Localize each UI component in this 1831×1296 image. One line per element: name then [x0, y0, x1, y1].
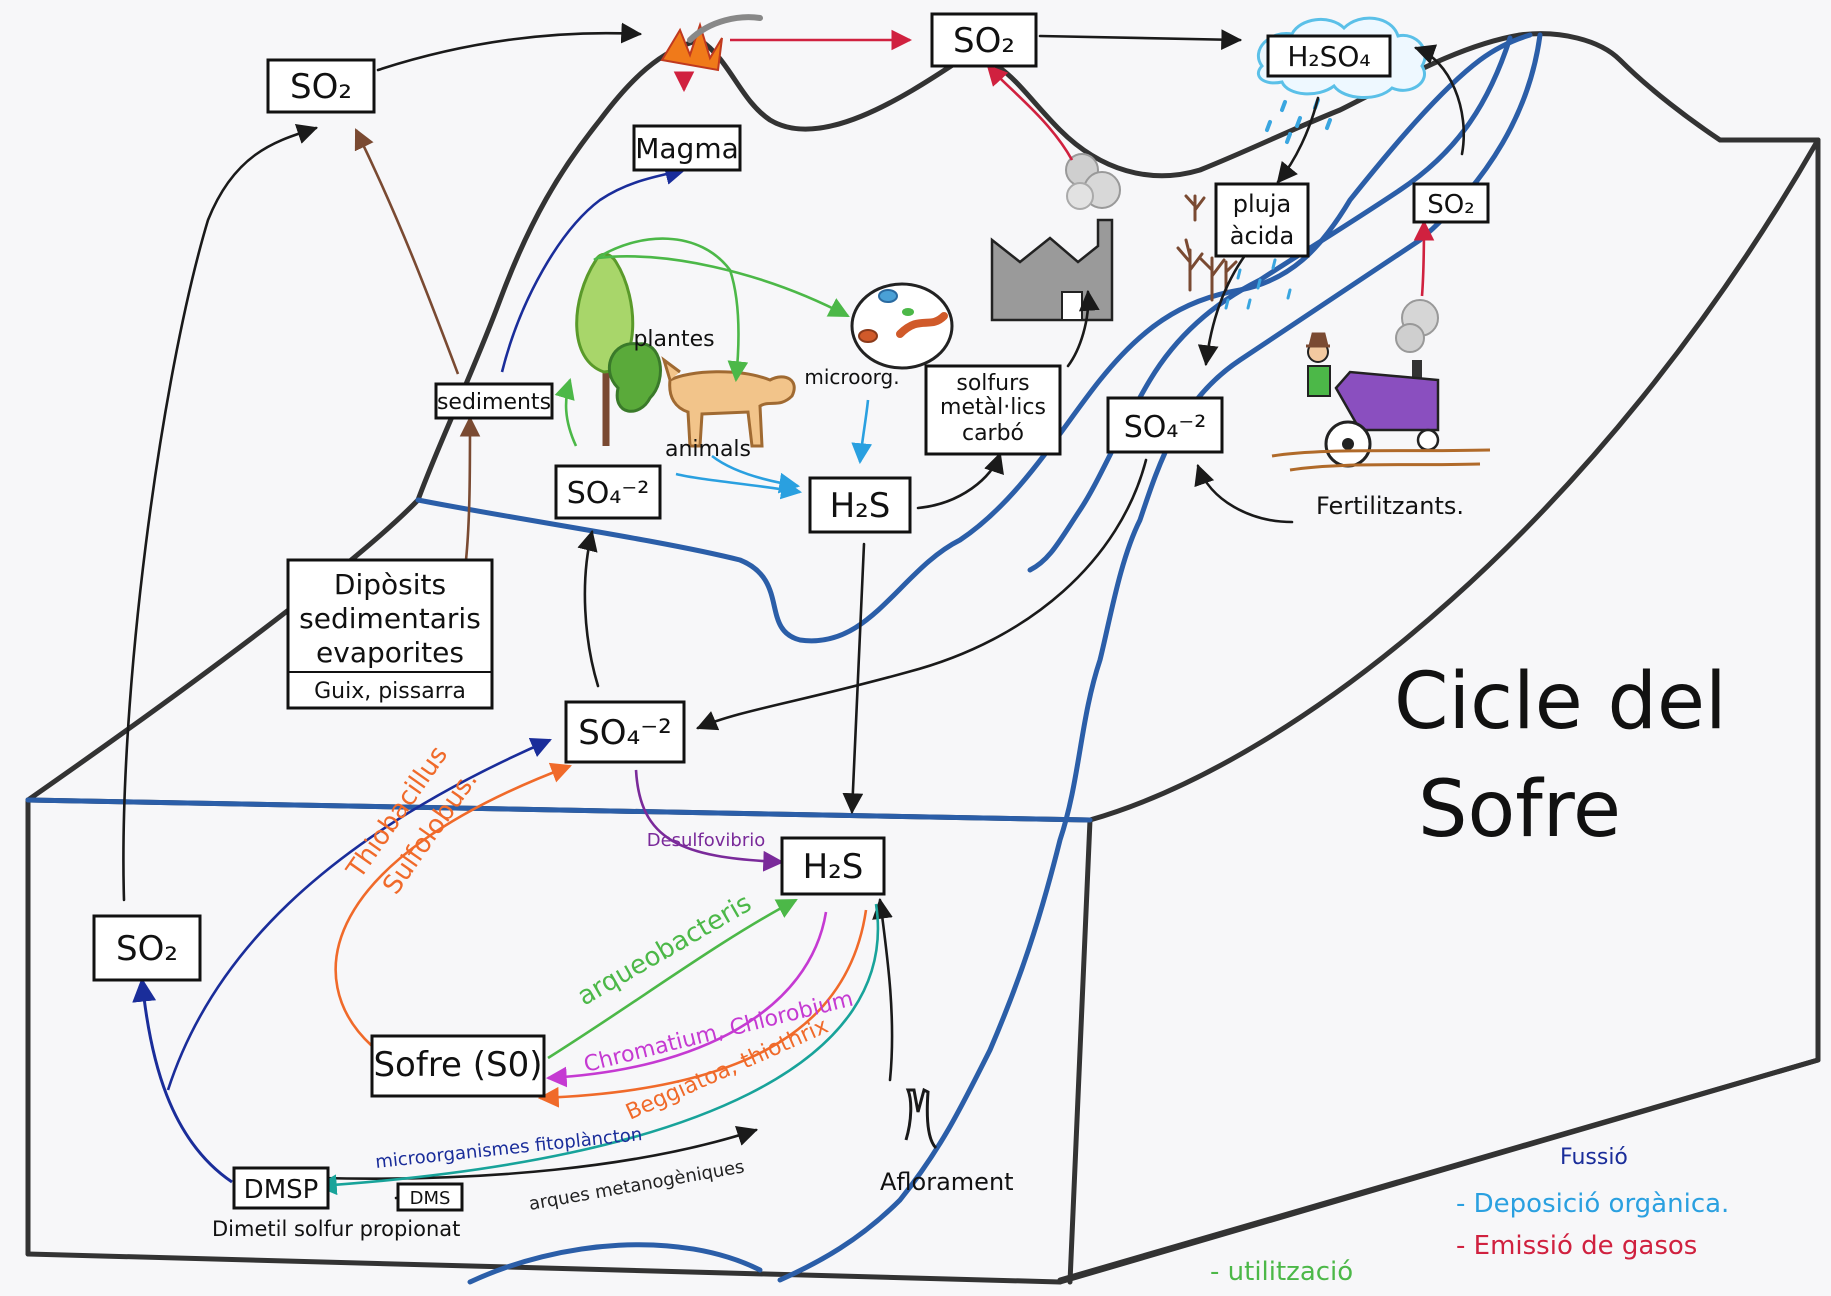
h2so4-label: H₂SO₄ — [1287, 40, 1370, 73]
sea-surface — [25, 797, 1093, 823]
so2-volcano-label: SO₂ — [953, 21, 1015, 61]
so2-sea-box — [92, 914, 202, 982]
microorganisms-label: microorg. — [804, 365, 899, 389]
diagram-title: Cicle del Sofre — [1394, 657, 1727, 855]
h2s-sea-box — [780, 836, 886, 896]
river-inner — [1027, 35, 1513, 573]
metallic-sulfides-label-1: solfurs — [956, 371, 1029, 396]
diagram-boxes: SO₂ Magma SO₂ H₂SO₄ SO₂ pluja àcida sedi… — [92, 12, 1490, 1241]
acid-rain-label-1: pluja — [1233, 190, 1292, 218]
legend: Fussió - Deposició orgànica. - Emissió d… — [1210, 1145, 1729, 1287]
dimethyl-label: Dimetil solfur propionat — [212, 1217, 460, 1241]
h2s-land-label: H₂S — [830, 486, 891, 526]
so2-top-left-label: SO₂ — [290, 67, 352, 107]
deposits-label-3: evaporites — [316, 636, 464, 669]
block-front-right — [1087, 137, 1821, 823]
h2s-land-box — [808, 476, 912, 534]
water-lines — [25, 32, 1543, 1285]
plants-label: plantes — [633, 327, 714, 352]
so2-sea-label: SO₂ — [116, 929, 178, 969]
title-line-1: Cicle del — [1394, 657, 1727, 747]
outcrop-icon — [904, 1087, 938, 1150]
dms-box — [396, 1182, 464, 1212]
outcrop-label: Aflorament — [880, 1168, 1014, 1196]
so4-land-label: SO₄⁻² — [567, 476, 650, 511]
sulfur-s0-label: Sofre (S0) — [373, 1045, 542, 1085]
magma-box — [632, 124, 742, 172]
block-mid-vertical — [1067, 817, 1093, 1285]
so2-top-left-box — [266, 58, 376, 114]
block-front-bottom — [25, 1251, 1063, 1285]
title-line-2: Sofre — [1418, 765, 1621, 855]
legend-use: - utilització — [1210, 1257, 1353, 1287]
sediments-box — [434, 382, 554, 420]
so4-land-box — [554, 464, 662, 520]
desulfovibrio-label: Desulfovibrio — [647, 830, 766, 851]
so2-tractor-box — [1412, 182, 1490, 224]
metallic-sulfides-box — [924, 364, 1062, 456]
so2-tractor-label: SO₂ — [1427, 190, 1474, 220]
animals-label: animals — [665, 437, 751, 462]
sediments-label: sediments — [437, 390, 551, 415]
archaebacteria-label: arqueobacteris — [573, 888, 757, 1012]
sulfur-s0-box — [370, 1034, 546, 1098]
tractor-farmer-icon — [1271, 299, 1491, 472]
factory-icon — [990, 153, 1121, 322]
legend-fusion: Fussió — [1560, 1145, 1628, 1170]
so4-right-box — [1106, 396, 1224, 454]
deposits-label-1: Dipòsits — [334, 568, 446, 601]
magma-label: Magma — [635, 132, 739, 165]
acid-rain-box — [1214, 182, 1310, 258]
acid-rain-trees-icon — [1176, 194, 1292, 310]
legend-organic-deposition: - Deposició orgànica. — [1456, 1189, 1729, 1219]
h2s-sea-label: H₂S — [803, 847, 864, 887]
deposits-label-2: sedimentaris — [299, 602, 481, 635]
sea-wave — [467, 1242, 763, 1285]
dms-label: DMS — [410, 1188, 451, 1209]
horse-icon — [661, 356, 796, 448]
dmsp-box — [232, 1166, 330, 1210]
so2-volcano-box — [930, 12, 1038, 68]
dmsp-label: DMSP — [244, 1175, 319, 1205]
mountain-ridge — [415, 32, 1523, 503]
cliff-right — [1517, 31, 1821, 143]
h2so4-box — [1266, 34, 1392, 78]
arrows — [122, 22, 1466, 1200]
so4-sea-box — [564, 700, 686, 764]
metallic-sulfides-label-2: metàl·lics — [940, 395, 1046, 420]
methanogens-label: arques metanogèniques — [527, 1156, 746, 1215]
microorganisms-icon — [850, 282, 954, 370]
river-outer — [777, 32, 1543, 1283]
plants-icon — [575, 252, 662, 446]
sedimentary-deposits-box — [286, 558, 494, 710]
acid-rain-label-2: àcida — [1230, 222, 1295, 250]
fertilizers-label: Fertilitzants. — [1316, 492, 1464, 520]
block-left-edge — [25, 497, 421, 803]
gypsum-label: Guix, pissarra — [314, 679, 466, 704]
so4-sea-label: SO₄⁻² — [578, 713, 672, 753]
so4-right-label: SO₄⁻² — [1124, 410, 1207, 445]
legend-gas-emission: - Emissió de gasos — [1456, 1231, 1697, 1261]
coal-label: carbó — [962, 421, 1024, 446]
volcano-eruption-icon — [660, 14, 763, 72]
block-bottom-right — [1057, 1057, 1821, 1285]
